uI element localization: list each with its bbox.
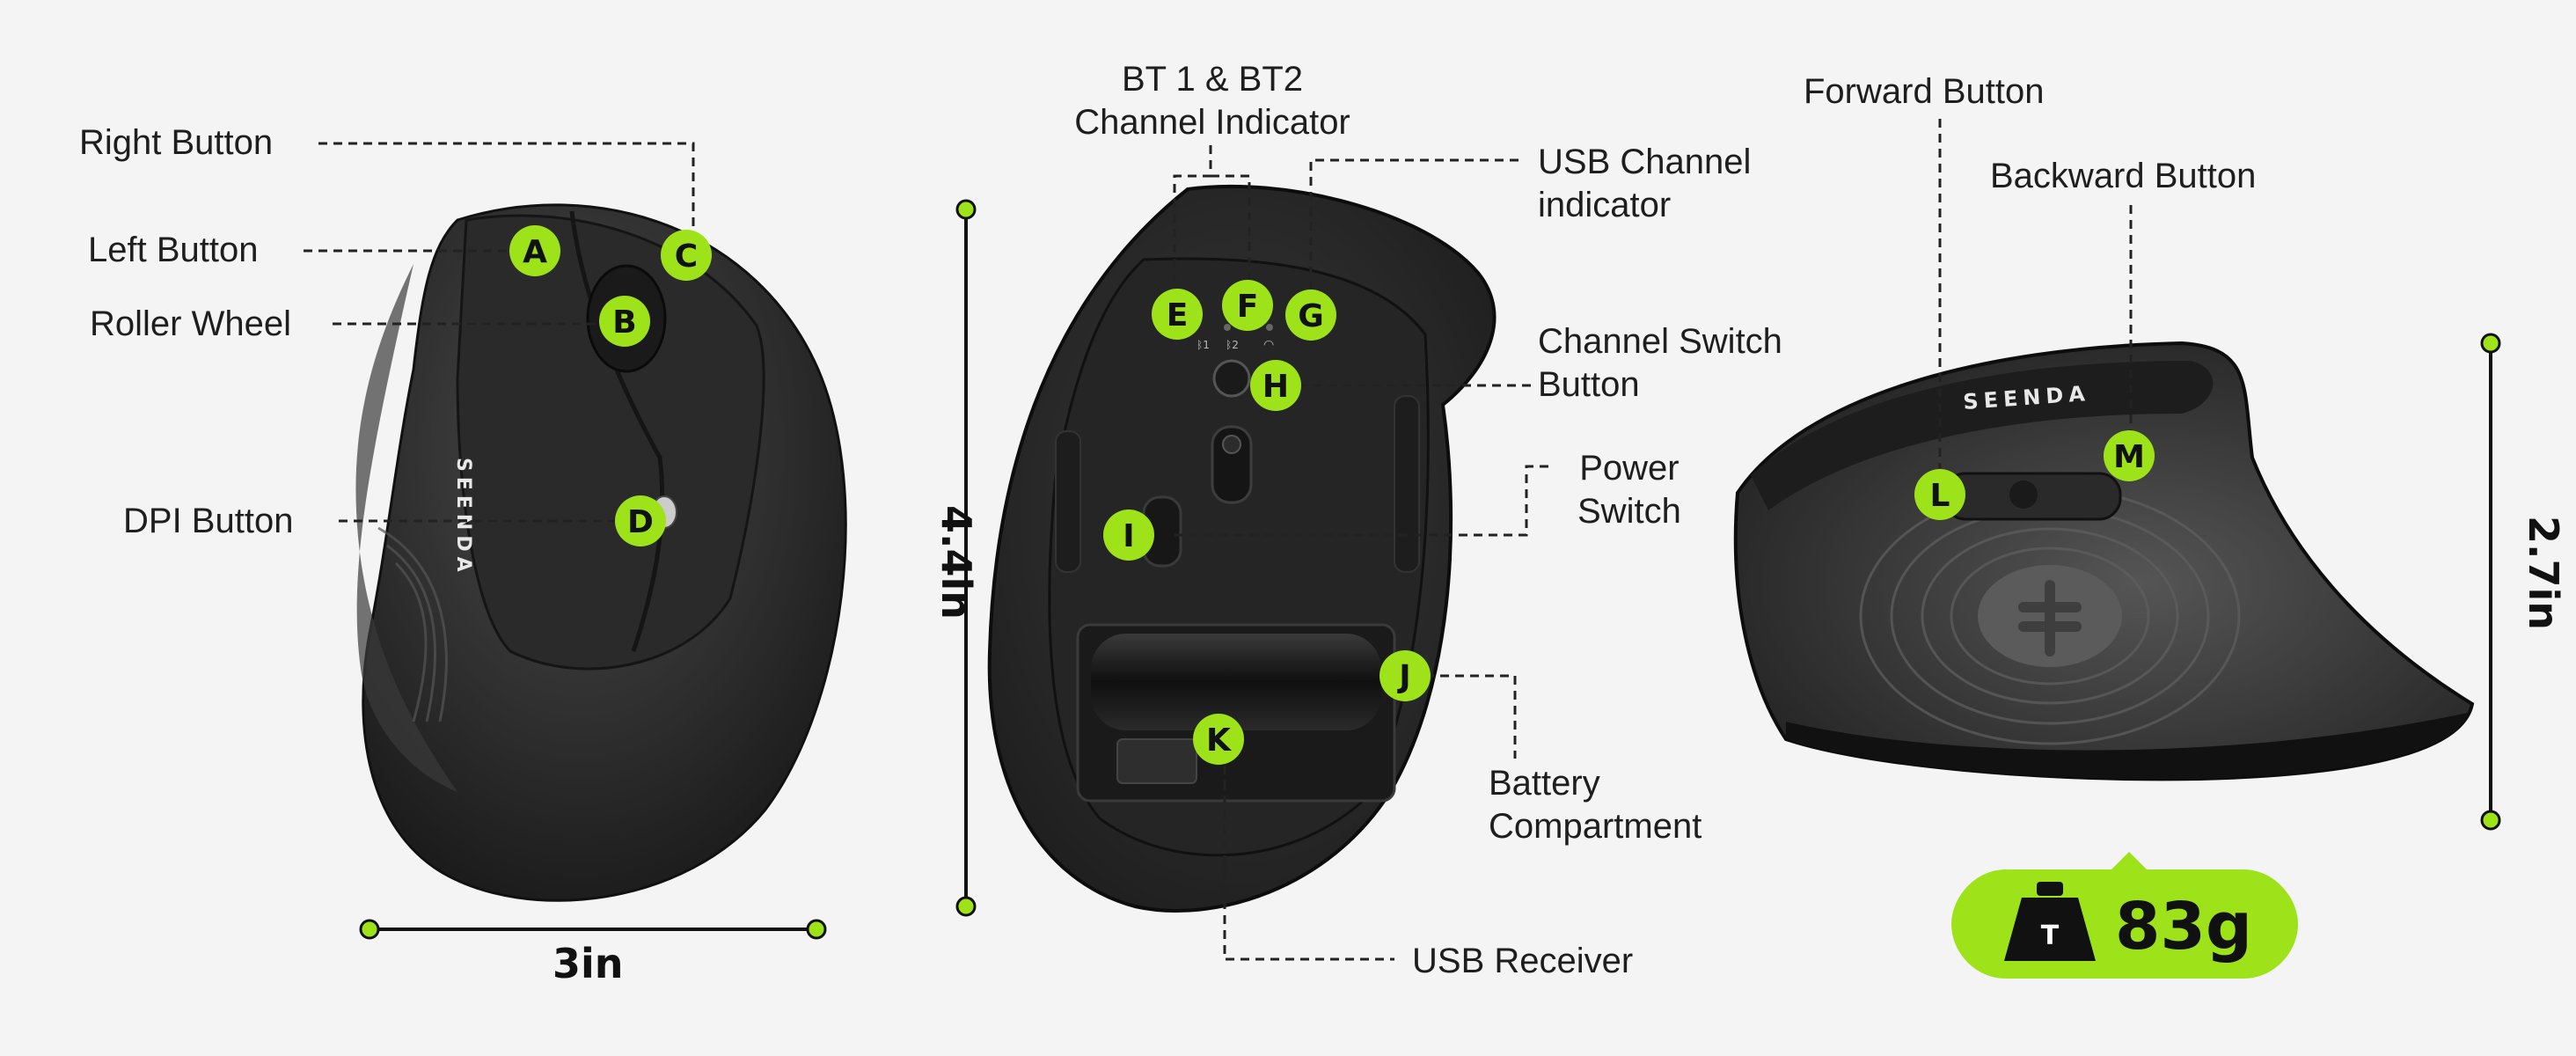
svg-text:H: H (1262, 369, 1289, 405)
bluetooth-1-icon: ᛒ1 (1197, 339, 1210, 351)
callout-h: H (1250, 360, 1301, 411)
leader-lines (304, 119, 2133, 961)
usb-receiver-slot (1116, 738, 1197, 784)
svg-text:T: T (2041, 920, 2060, 951)
callout-g: G (1285, 290, 1336, 341)
label-bt-channel-indicator: BT 1 & BT2 Channel Indicator (1074, 60, 1350, 142)
label-right-button: Right Button (79, 123, 274, 162)
callout-l: L (1914, 469, 1965, 520)
callout-f: F (1222, 280, 1273, 331)
callout-c: C (661, 230, 712, 281)
svg-text:D: D (627, 504, 654, 540)
label-usb-receiver: USB Receiver (1412, 942, 1634, 980)
svg-text:A: A (523, 234, 547, 270)
svg-text:E: E (1167, 297, 1189, 334)
label-battery-compartment: Battery Compartment (1489, 764, 1702, 846)
label-dpi-button: DPI Button (123, 502, 294, 540)
callout-a: A (509, 225, 560, 276)
dimension-length: 4.4in (933, 504, 981, 620)
brand-logo-top: SEENDA (452, 458, 474, 577)
mouse-bottom-view: ᛒ1 ᛒ2 ◠ (987, 184, 1497, 913)
weight-value: 83g (2115, 889, 2252, 964)
dimension-width: 3in (553, 940, 624, 987)
svg-text:G: G (1298, 298, 1324, 334)
callout-i: I (1103, 510, 1154, 561)
channel-switch-button (1212, 359, 1251, 398)
svg-text:F: F (1237, 289, 1259, 325)
callout-badges: A C B D E F G H I J K L M (509, 225, 2155, 765)
callout-e: E (1152, 289, 1203, 340)
weight-icon: T (2004, 882, 2096, 961)
label-left-button: Left Button (88, 231, 259, 269)
label-roller-wheel: Roller Wheel (90, 304, 291, 343)
bluetooth-2-icon: ᛒ2 (1226, 339, 1239, 351)
label-power-switch: Power Switch (1577, 449, 1681, 531)
svg-text:J: J (1396, 659, 1410, 695)
svg-text:I: I (1123, 518, 1134, 554)
label-forward-button: Forward Button (1804, 72, 2045, 111)
label-channel-switch-button: Channel Switch Button (1538, 322, 1782, 404)
dimension-lines (359, 199, 2501, 940)
svg-text:M: M (2113, 439, 2145, 475)
svg-text:L: L (1930, 478, 1950, 514)
callout-b: B (599, 296, 650, 347)
wifi-icon: ◠ (1263, 338, 1274, 352)
label-backward-button: Backward Button (1990, 157, 2257, 195)
callout-k: K (1193, 714, 1244, 765)
dimension-height: 2.7in (2520, 515, 2568, 631)
callout-j: J (1379, 650, 1431, 701)
svg-text:K: K (1206, 722, 1232, 759)
mouse-top-view: SEENDA (355, 203, 847, 902)
label-usb-channel-indicator: USB Channel indicator (1538, 143, 1752, 224)
callout-m: M (2104, 430, 2155, 481)
weight-badge: T (1951, 852, 2298, 979)
svg-text:C: C (675, 238, 698, 275)
svg-text:B: B (612, 304, 636, 341)
mouse-side-view: SEENDA (1733, 341, 2475, 781)
callout-d: D (615, 495, 666, 546)
